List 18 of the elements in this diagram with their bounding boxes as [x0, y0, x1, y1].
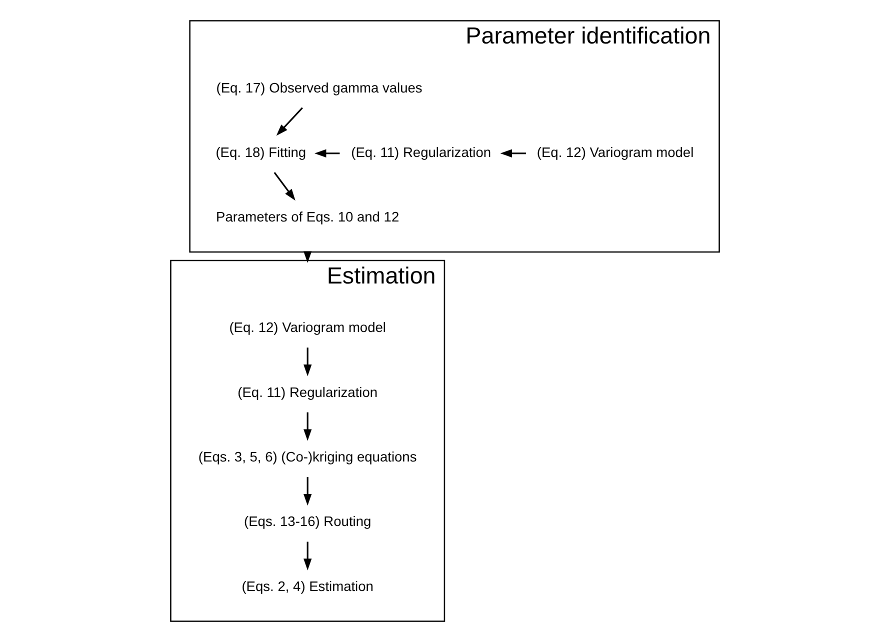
- node-text: (Eq. 17) Observed gamma values: [216, 80, 422, 96]
- arrow: [304, 542, 312, 570]
- node-text: (Eq. 11) Regularization: [238, 384, 378, 400]
- node-text: (Eq. 12) Variogram model: [229, 320, 386, 336]
- arrow: [304, 348, 312, 376]
- arrow: [304, 477, 312, 506]
- arrow: [500, 149, 526, 158]
- node-text: (Eq. 18) Fitting: [216, 144, 306, 160]
- node-text: (Eq. 12) Variogram model: [536, 144, 694, 160]
- node-text: (Eqs. 13-16) Routing: [244, 514, 372, 530]
- arrow: [276, 107, 303, 136]
- arrow: [274, 172, 296, 201]
- node-text: (Eq. 11) Regularization: [351, 144, 492, 160]
- arrow: [314, 149, 340, 158]
- node-text: (Eqs. 2, 4) Estimation: [242, 578, 374, 594]
- node-text: (Eqs. 3, 5, 6) (Co-)kriging equations: [198, 449, 417, 464]
- arrow: [304, 412, 312, 441]
- node-text: Parameters of Eqs. 10 and 12: [216, 210, 400, 225]
